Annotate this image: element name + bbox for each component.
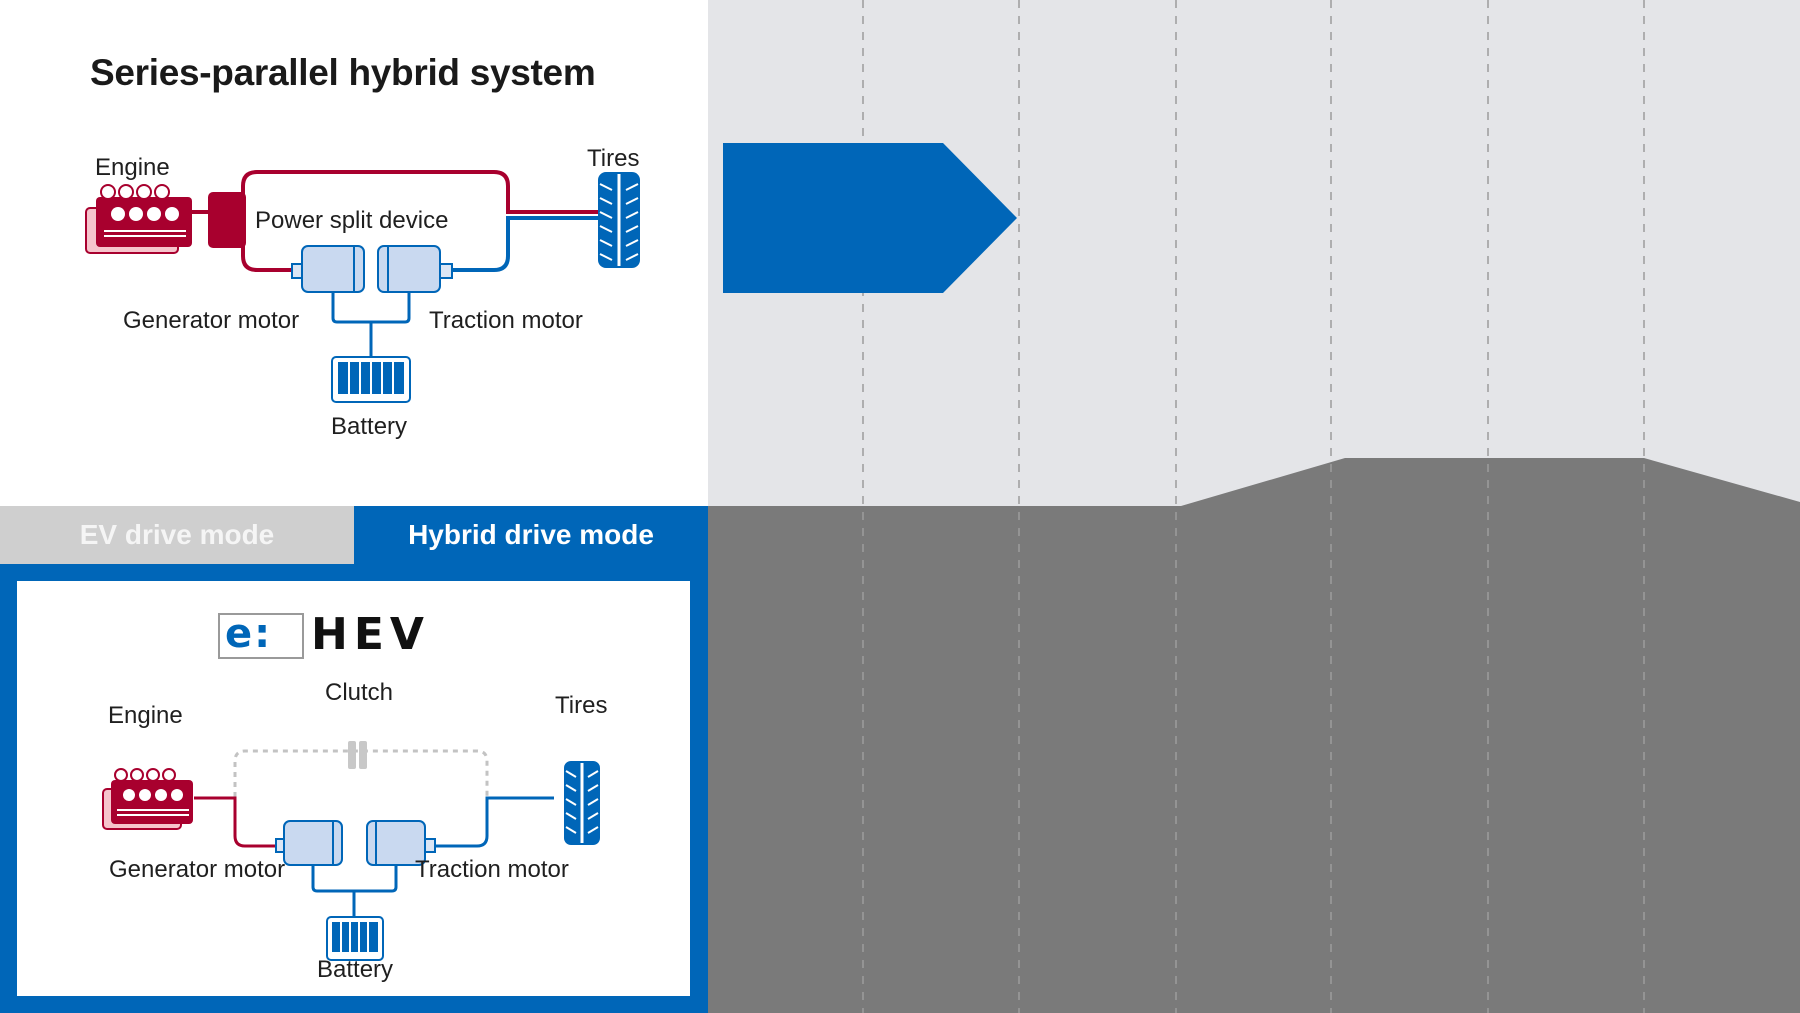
series-parallel-diagram <box>85 170 640 403</box>
generator-motor-icon <box>291 245 365 293</box>
tires-label: Tires <box>555 692 608 719</box>
power-split-label: Power split device <box>255 207 449 234</box>
ehev-panel: e: HEV Clutch Engine Tires Generator mot… <box>17 581 690 996</box>
ehev-logo-hev: HEV <box>311 609 430 660</box>
tire-icon <box>598 172 640 268</box>
engine-label: Engine <box>108 702 183 729</box>
battery-icon <box>331 356 411 403</box>
road-surface <box>708 458 1800 1013</box>
engine-icon <box>102 768 193 830</box>
motor-power-path <box>452 216 598 272</box>
tires-label: Tires <box>587 145 640 172</box>
drive-mode-timeline <box>708 0 1800 1013</box>
series-parallel-panel: Series-parallel hybrid system <box>0 0 708 506</box>
engine-icon <box>85 184 192 254</box>
generator-motor-icon <box>275 820 343 866</box>
series-parallel-title: Series-parallel hybrid system <box>90 52 596 93</box>
ehev-logo <box>218 613 304 659</box>
tab-ev-drive-mode[interactable]: EV drive mode <box>0 506 354 564</box>
clutch-label: Clutch <box>325 679 394 706</box>
tab-hybrid-label: Hybrid drive mode <box>408 519 654 550</box>
power-split-device-icon <box>208 192 246 248</box>
battery-icon <box>326 916 384 961</box>
battery-label: Battery <box>331 413 408 440</box>
engine-label: Engine <box>95 154 170 181</box>
traction-motor-icon <box>377 245 453 293</box>
top-arrow-motor-drive <box>723 143 1017 293</box>
tab-hybrid-drive-mode[interactable]: Hybrid drive mode <box>354 506 708 564</box>
ehev-panel-frame: e: HEV Clutch Engine Tires Generator mot… <box>0 564 708 1013</box>
timeline-background <box>708 0 1800 1013</box>
clutch-path <box>233 749 489 797</box>
traction-motor-label: Traction motor <box>429 307 583 334</box>
engine-power-path-generator <box>241 242 292 272</box>
tire-icon <box>564 761 600 845</box>
clutch-icon <box>348 741 356 769</box>
generator-motor-label: Generator motor <box>123 307 300 334</box>
tab-ev-label: EV drive mode <box>79 519 275 550</box>
traction-motor-label: Traction motor <box>415 856 569 883</box>
ehev-logo-e: e: <box>225 611 273 657</box>
ehev-diagram <box>102 613 600 961</box>
battery-label: Battery <box>317 956 394 983</box>
generator-motor-label: Generator motor <box>109 856 286 883</box>
engine-power-path-top <box>241 170 598 214</box>
